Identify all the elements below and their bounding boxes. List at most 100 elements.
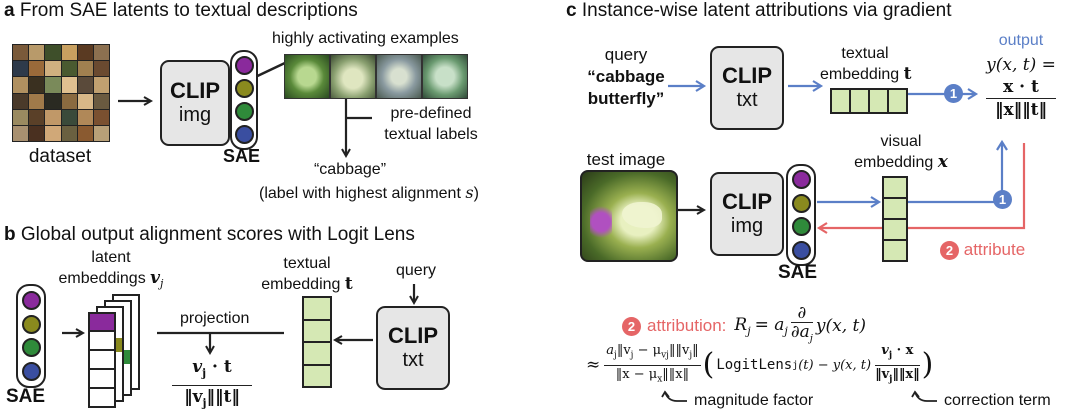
latent-matrix-front — [88, 312, 116, 408]
clip-subtitle: img — [178, 104, 212, 126]
visual-embedding-label: visual embedding x — [846, 132, 956, 173]
sae-column-c — [786, 164, 816, 266]
step-2-badge-formula: 2 — [622, 316, 641, 336]
latent-embeddings-label: latent embeddings vj — [56, 248, 166, 294]
result-label: “cabbage” — [313, 161, 387, 178]
proj-num-sub: j — [202, 366, 207, 380]
clip-title: CLIP — [387, 323, 439, 348]
result-var: s — [465, 183, 474, 202]
latent-var: v — [150, 268, 161, 288]
correction-term-label: correction term — [944, 392, 1051, 409]
panel-a-title-text: From SAE latents to textual descriptions — [19, 0, 358, 21]
clip-txt-box-c: CLIP txt — [710, 46, 784, 130]
approx-den: ‖x − μ — [615, 366, 658, 382]
frac2-den-rest: ‖‖x‖ — [892, 366, 920, 382]
result-close: ) — [473, 185, 479, 202]
attribution-tail: y(x, t) — [815, 316, 866, 337]
output-formula: y(x, t) = x · t ‖x‖‖t‖ — [976, 54, 1066, 121]
approx-num-a: a — [606, 343, 615, 358]
approx-num-mu: − μ — [633, 343, 662, 358]
latent-label-line-2: embeddings — [58, 270, 146, 287]
attribution-label: attribution: — [647, 316, 727, 336]
textual-var: t — [344, 274, 353, 294]
dataset-label: dataset — [28, 146, 92, 167]
query-block-c: query “cabbage butterfly” — [576, 44, 676, 110]
approx-num-close: ‖ — [692, 343, 699, 358]
latent-dot-blue — [791, 240, 811, 260]
latent-dot-purple — [234, 56, 254, 75]
latent-dot-purple — [21, 290, 41, 310]
textual-label-line-2: embedding — [820, 66, 900, 83]
clip-title: CLIP — [169, 78, 221, 103]
latent-dot-blue — [234, 125, 254, 144]
textual-label-line-2: embedding — [261, 276, 341, 293]
predefined-line-2: textual labels — [384, 126, 478, 143]
panel-b-title: b Global output alignment scores with Lo… — [4, 224, 415, 246]
example-thumb-4 — [422, 54, 468, 99]
textual-embedding-vector-b — [302, 296, 332, 388]
output-denominator: ‖x‖‖t‖ — [995, 100, 1047, 120]
clip-img-box-c: CLIP img — [710, 172, 784, 256]
proj-den-sub: j — [202, 396, 207, 410]
clip-title: CLIP — [721, 63, 773, 88]
query-text-line-2: butterfly” — [587, 89, 665, 108]
query-label-b: query — [396, 262, 437, 279]
sae-column-a — [230, 50, 258, 150]
sae-label-b: SAE — [6, 386, 46, 407]
panel-b-title-text: Global output alignment scores with Logi… — [20, 224, 415, 245]
visual-label-line-2: embedding — [854, 154, 934, 171]
latent-sub: j — [160, 277, 164, 291]
textual-var: t — [903, 64, 912, 84]
predefined-labels: pre-defined textual labels — [376, 103, 486, 145]
panel-b-letter: b — [4, 224, 16, 245]
approx-num-norm: ‖‖v — [668, 343, 690, 358]
frac2-den: ‖v — [875, 366, 890, 382]
proj-den-rest: ‖‖t‖ — [206, 387, 240, 408]
visual-var: x — [937, 152, 948, 172]
projection-fraction: vj · t ‖vj‖‖t‖ — [172, 356, 252, 415]
latent-label-line-1: latent — [91, 249, 131, 266]
approx-symbol: ≈ — [586, 355, 601, 376]
result-sub: (label with highest alignment s) — [259, 183, 479, 203]
partial-num: ∂ — [790, 304, 813, 323]
proj-num-rest: · t — [206, 357, 232, 377]
step-2-badge: 2 — [940, 241, 959, 260]
examples-label: highly activating examples — [272, 30, 459, 47]
frac2-num-rest: · x — [892, 343, 914, 358]
clip-subtitle: txt — [736, 89, 758, 111]
latent-dot-olive — [791, 193, 811, 213]
textual-embedding-label-b: textual embedding t — [252, 254, 362, 295]
step-1-badge-bottom: 1 — [993, 190, 1012, 209]
attribution-r-sub: j — [747, 324, 751, 338]
example-thumb-3 — [376, 54, 422, 99]
output-label: output — [998, 32, 1044, 49]
dataset-mosaic — [12, 44, 110, 142]
sae-label-c: SAE — [778, 262, 818, 283]
result-sub-text: (label with highest alignment — [259, 185, 461, 202]
visual-label-line-1: visual — [880, 133, 922, 150]
step-1-badge-top: 1 — [944, 84, 963, 103]
partial-den-sub: j — [809, 333, 813, 345]
predefined-line-1: pre-defined — [390, 105, 472, 122]
visual-embedding-vector — [882, 176, 908, 262]
partial-den: ∂a — [790, 322, 810, 342]
clip-txt-box-b: CLIP txt — [376, 306, 450, 390]
sae-label-a: SAE — [223, 146, 261, 166]
attribution-a-sub: j — [784, 324, 788, 338]
example-thumb-2 — [330, 54, 376, 99]
attribute-text: attribute — [963, 240, 1026, 259]
textual-label-line-1: textual — [283, 255, 331, 272]
clip-title: CLIP — [721, 189, 773, 214]
latent-dot-blue — [21, 362, 41, 382]
query-text-line-1: “cabbage — [587, 67, 665, 86]
correction-hook-tip — [911, 390, 920, 398]
attribution-r: R — [734, 315, 748, 335]
logit-lens-text: LogitLens — [716, 357, 793, 374]
panel-c-title-text: Instance-wise latent attributions via gr… — [581, 0, 952, 21]
textual-embedding-vector-c — [830, 88, 908, 114]
panel-a-letter: a — [4, 0, 15, 21]
approximation-formula: ≈ aj‖vj − μvj‖‖vj‖ ‖x − μx‖‖x‖ ( LogitLe… — [586, 343, 934, 385]
textual-label-line-1: textual — [841, 45, 889, 62]
proj-den-var: ‖v — [184, 387, 203, 408]
